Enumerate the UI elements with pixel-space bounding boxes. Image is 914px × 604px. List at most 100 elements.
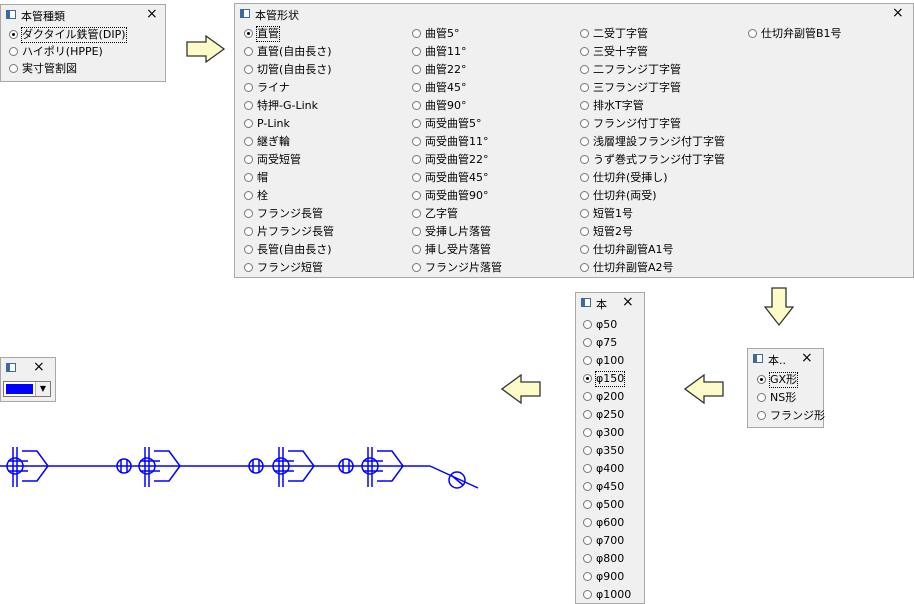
radio-label: 特押-G-Link [257,99,318,112]
radio-button[interactable] [583,536,592,545]
radio-button[interactable] [580,119,589,128]
radio-button[interactable] [244,209,253,218]
radio-button[interactable] [412,65,421,74]
radio-label: 帽 [257,171,268,184]
radio-button[interactable] [583,392,592,401]
radio-button[interactable] [583,590,592,599]
app-icon [6,363,16,372]
radio-button[interactable] [580,263,589,272]
title-bar: 本.. × [748,349,823,369]
radio-label: 両受短管 [257,153,301,166]
radio-button[interactable] [580,47,589,56]
radio-label: 栓 [257,189,268,202]
radio-button[interactable] [583,482,592,491]
radio-button[interactable] [757,375,766,384]
radio-label: 排水T字管 [593,99,644,112]
radio-button[interactable] [412,173,421,182]
pipe-drawing [0,447,479,489]
radio-button[interactable] [412,263,421,272]
radio-button[interactable] [580,83,589,92]
color-combobox[interactable]: ▼ [3,381,51,397]
flange-circle [6,457,24,475]
close-icon[interactable]: × [892,5,904,21]
radio-button[interactable] [244,137,253,146]
radio-button[interactable] [412,83,421,92]
radio-button[interactable] [244,245,253,254]
radio-button[interactable] [412,155,421,164]
radio-button[interactable] [412,137,421,146]
close-icon[interactable]: × [801,350,813,366]
radio-button[interactable] [583,572,592,581]
radio-button[interactable] [244,65,253,74]
coupling-circle [116,458,132,474]
radio-label: φ200 [596,390,625,403]
radio-button[interactable] [244,119,253,128]
radio-label: 仕切弁副管A2号 [593,261,674,274]
radio-button[interactable] [412,101,421,110]
radio-button[interactable] [580,191,589,200]
radio-button[interactable] [244,47,253,56]
radio-button[interactable] [412,227,421,236]
radio-button[interactable] [9,64,18,73]
socket-outline [377,450,404,482]
radio-button[interactable] [412,191,421,200]
radio-button[interactable] [244,173,253,182]
radio-label: 両受曲管22° [425,153,489,166]
radio-label: ハイポリ(HPPE) [22,45,103,58]
radio-button[interactable] [580,101,589,110]
close-icon[interactable]: × [33,359,45,375]
radio-button[interactable] [9,30,18,39]
radio-label: 継ぎ輪 [257,135,290,148]
radio-button[interactable] [580,245,589,254]
radio-label: 挿し受片落管 [425,243,491,256]
radio-button[interactable] [412,47,421,56]
radio-label: GX形 [768,372,799,388]
radio-button[interactable] [244,227,253,236]
radio-button[interactable] [757,393,766,402]
radio-button[interactable] [580,227,589,236]
radio-button[interactable] [580,209,589,218]
radio-button[interactable] [583,356,592,365]
radio-button[interactable] [583,374,592,383]
radio-button[interactable] [412,119,421,128]
radio-label: 両受曲管5° [425,117,482,130]
radio-button[interactable] [580,65,589,74]
radio-label: φ250 [596,408,625,421]
radio-button[interactable] [244,263,253,272]
radio-button[interactable] [244,29,253,38]
socket-outline [288,450,315,482]
radio-button[interactable] [244,83,253,92]
radio-button[interactable] [580,137,589,146]
radio-button[interactable] [244,191,253,200]
radio-button[interactable] [583,464,592,473]
chevron-down-icon[interactable]: ▼ [35,382,50,396]
radio-label: 短管2号 [593,225,633,238]
radio-button[interactable] [580,155,589,164]
radio-button[interactable] [583,410,592,419]
valve-circle [448,471,466,489]
radio-label: 仕切弁(受挿し) [593,171,668,184]
radio-button[interactable] [580,29,589,38]
radio-button[interactable] [412,29,421,38]
radio-button[interactable] [583,320,592,329]
radio-label: 片フランジ長管 [257,225,334,238]
radio-button[interactable] [244,155,253,164]
radio-button[interactable] [580,173,589,182]
radio-button[interactable] [9,47,18,56]
radio-button[interactable] [748,29,757,38]
radio-button[interactable] [583,338,592,347]
radio-button[interactable] [583,446,592,455]
radio-button[interactable] [244,101,253,110]
radio-button[interactable] [583,518,592,527]
radio-button[interactable] [412,209,421,218]
flange-circle [272,457,290,475]
close-icon[interactable]: × [146,6,158,22]
radio-label: フランジ長管 [257,207,323,220]
radio-button[interactable] [412,245,421,254]
radio-button[interactable] [583,428,592,437]
radio-label: 両受曲管90° [425,189,489,202]
radio-button[interactable] [583,500,592,509]
radio-button[interactable] [583,554,592,563]
radio-button[interactable] [757,411,766,420]
close-icon[interactable]: × [622,294,634,310]
